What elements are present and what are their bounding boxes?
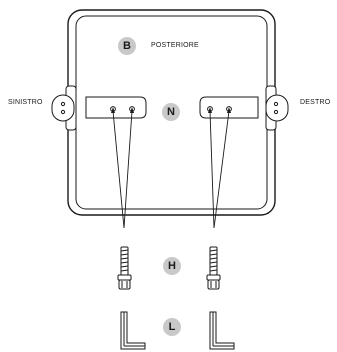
screw-right <box>206 246 221 290</box>
label-back: POSTERIORE <box>151 42 199 49</box>
allen-wrench-left <box>120 311 146 350</box>
badge-screw: H <box>163 257 181 275</box>
leader-arrowheads <box>111 107 231 113</box>
right-bracket <box>199 85 289 131</box>
leader-lines <box>112 110 230 229</box>
label-right: DESTRO <box>300 99 331 106</box>
badge-wrench: L <box>163 318 181 336</box>
allen-wrench-right <box>209 311 235 350</box>
badge-back: B <box>118 37 136 55</box>
badge-bracket: N <box>162 103 180 121</box>
label-left: SINISTRO <box>8 99 43 106</box>
screw-left <box>117 246 132 290</box>
